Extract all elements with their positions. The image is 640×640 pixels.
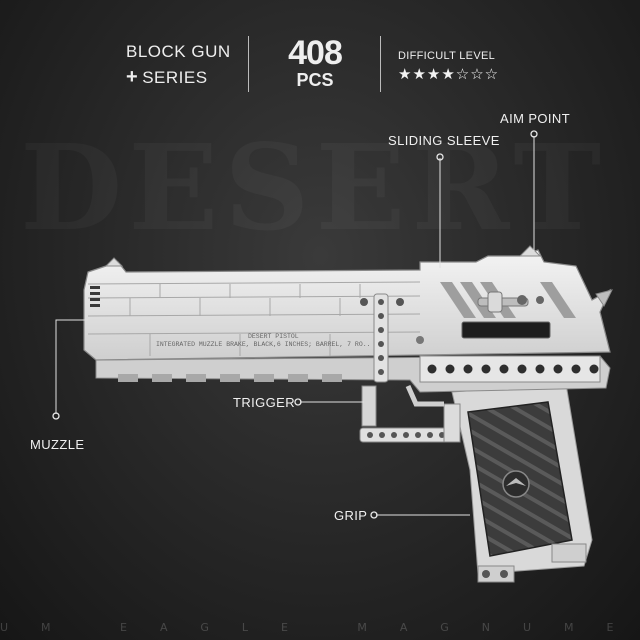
callout-aim-point: AIM POINT: [500, 111, 571, 126]
eagle-emblem-icon: [502, 470, 530, 498]
muzzle-brake: [90, 286, 100, 307]
difficulty-block: DIFFICULT LEVEL ★★★★☆☆☆: [398, 50, 499, 83]
difficulty-stars: ★★★★☆☆☆: [398, 65, 500, 83]
product-header: BLOCK GUN +SERIES 408 PCS DIFFICULT LEVE…: [0, 36, 640, 96]
bottom-watermark: UM EAGLE MAGNUME: [0, 621, 640, 634]
engraving-title: DESERT PISTOL: [248, 333, 299, 340]
header-divider-left: [248, 36, 249, 92]
engraving-spec: INTEGRATED MUZZLE BRAKE, BLACK,6 INCHES;…: [156, 341, 371, 348]
plus-icon: +: [126, 66, 139, 88]
callout-trigger: TRIGGER: [233, 395, 296, 410]
callout-grip: GRIP: [334, 508, 368, 523]
frame-body: [95, 355, 611, 393]
muzzle-line: [55, 319, 88, 414]
ejection-port: [461, 321, 551, 339]
callout-muzzle: MUZZLE: [30, 437, 85, 452]
callout-sliding-sleeve: SLIDING SLEEVE: [388, 133, 500, 148]
series-title-line1: BLOCK GUN: [126, 42, 231, 61]
grip-assembly: [451, 383, 593, 583]
piece-count: 408: [288, 34, 343, 72]
aim-point-sight: [518, 245, 542, 257]
header-divider-right: [380, 36, 381, 92]
sliding-sleeve: [83, 245, 613, 383]
series-title-line2: +SERIES: [126, 66, 231, 89]
trigger-assembly: [359, 384, 461, 443]
piece-count-label: PCS: [296, 70, 334, 90]
frame-pin-holes: [427, 364, 599, 374]
series-label: SERIES: [142, 68, 208, 87]
difficulty-label: DIFFICULT LEVEL: [398, 50, 496, 62]
piece-count-block: 408 PCS: [280, 36, 350, 90]
trigger: [361, 385, 377, 427]
callout-lines: [55, 136, 535, 516]
series-title: BLOCK GUN +SERIES: [126, 42, 231, 89]
